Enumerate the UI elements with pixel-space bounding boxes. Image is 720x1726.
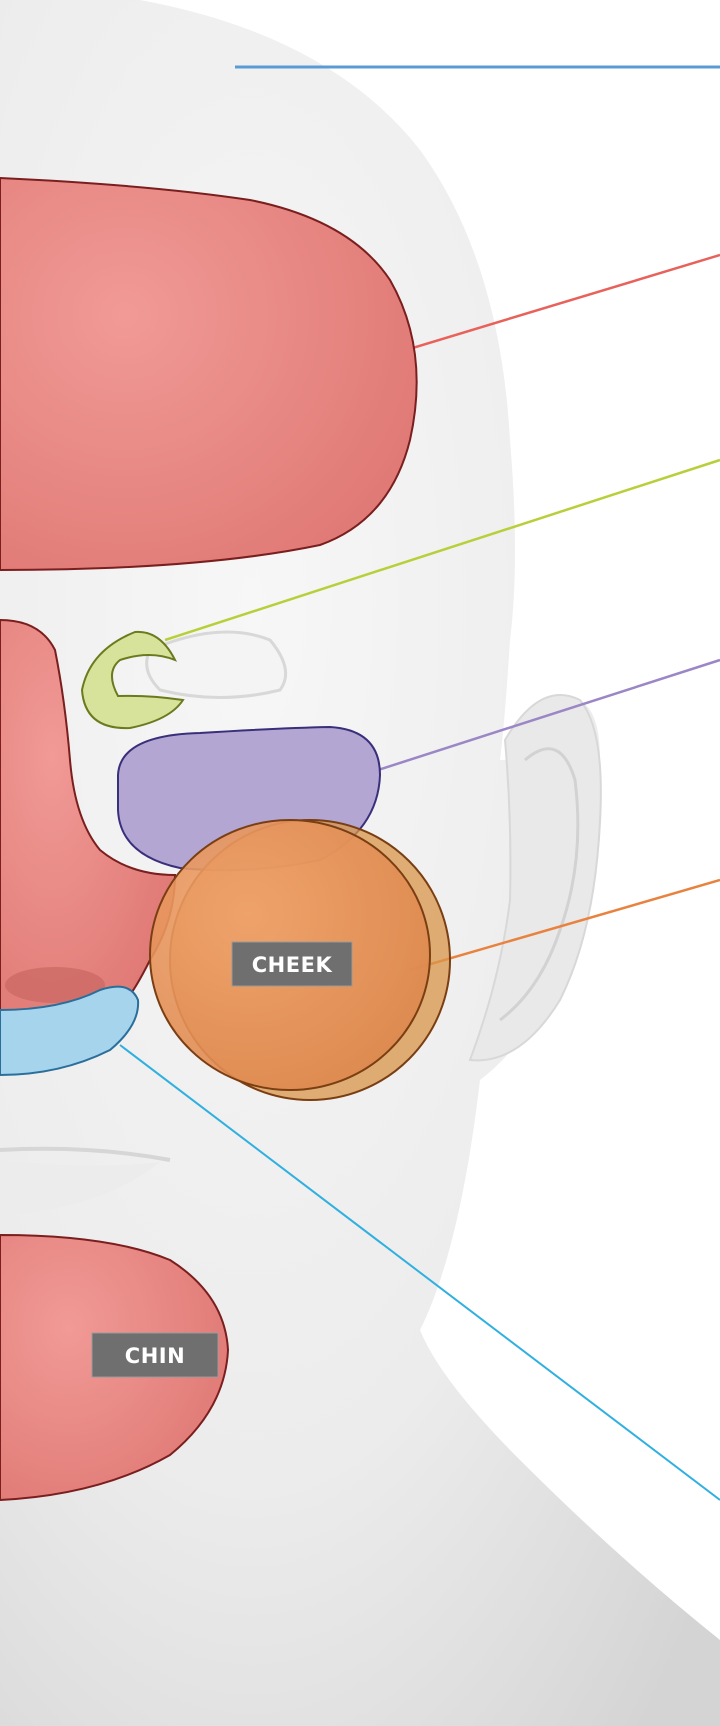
eye-shape [147,632,286,698]
chin-label: CHIN [125,1344,185,1368]
cheek-label: CHEEK [252,953,333,977]
